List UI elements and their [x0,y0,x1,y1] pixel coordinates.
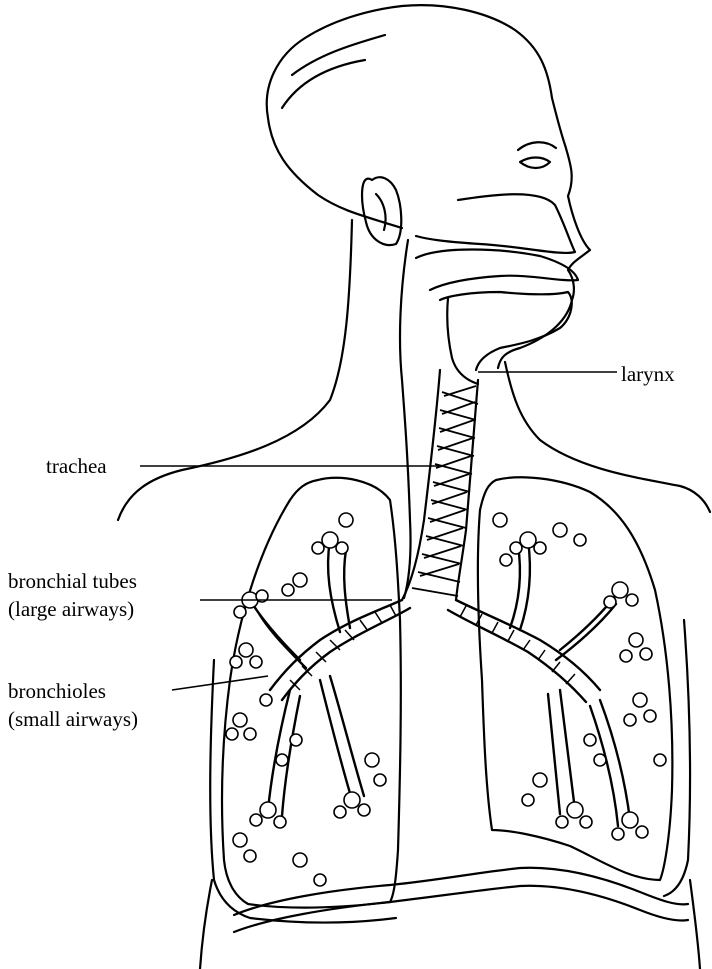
bronchial-tubes-label: bronchial tubes (large airways) [8,567,137,623]
bronchioles-leader-line [172,676,268,690]
bronchioles-label-line1: bronchioles [8,677,138,705]
eye [520,158,550,169]
torso-right [690,880,700,969]
right-pleura [664,620,690,896]
left-pleura [210,660,396,923]
hair-line [292,35,385,75]
bronchioles-label-line2: (small airways) [8,705,138,733]
mouth-cavity [416,250,578,291]
ear-inner [376,194,386,230]
bronchial-rings [290,605,575,690]
epiglottis [447,298,478,384]
tracheal-rings [412,386,478,596]
larynx-label: larynx [621,360,675,388]
eyebrow [518,142,556,150]
neck-shoulder-right [505,362,710,512]
neck-shoulder-left [118,220,352,520]
pharynx-outer [400,240,411,598]
bronchial-tubes-label-line1: bronchial tubes [8,567,137,595]
bronchial-tubes-label-line2: (large airways) [8,595,137,623]
diaphragm-lower [234,886,688,932]
torso-left [200,880,212,969]
hair-line [282,60,365,108]
left-lung [222,478,401,908]
nasal-cavity [416,194,575,253]
ear [362,177,401,245]
trachea-label: trachea [46,452,107,480]
bronchioles-label: bronchioles (small airways) [8,677,138,733]
